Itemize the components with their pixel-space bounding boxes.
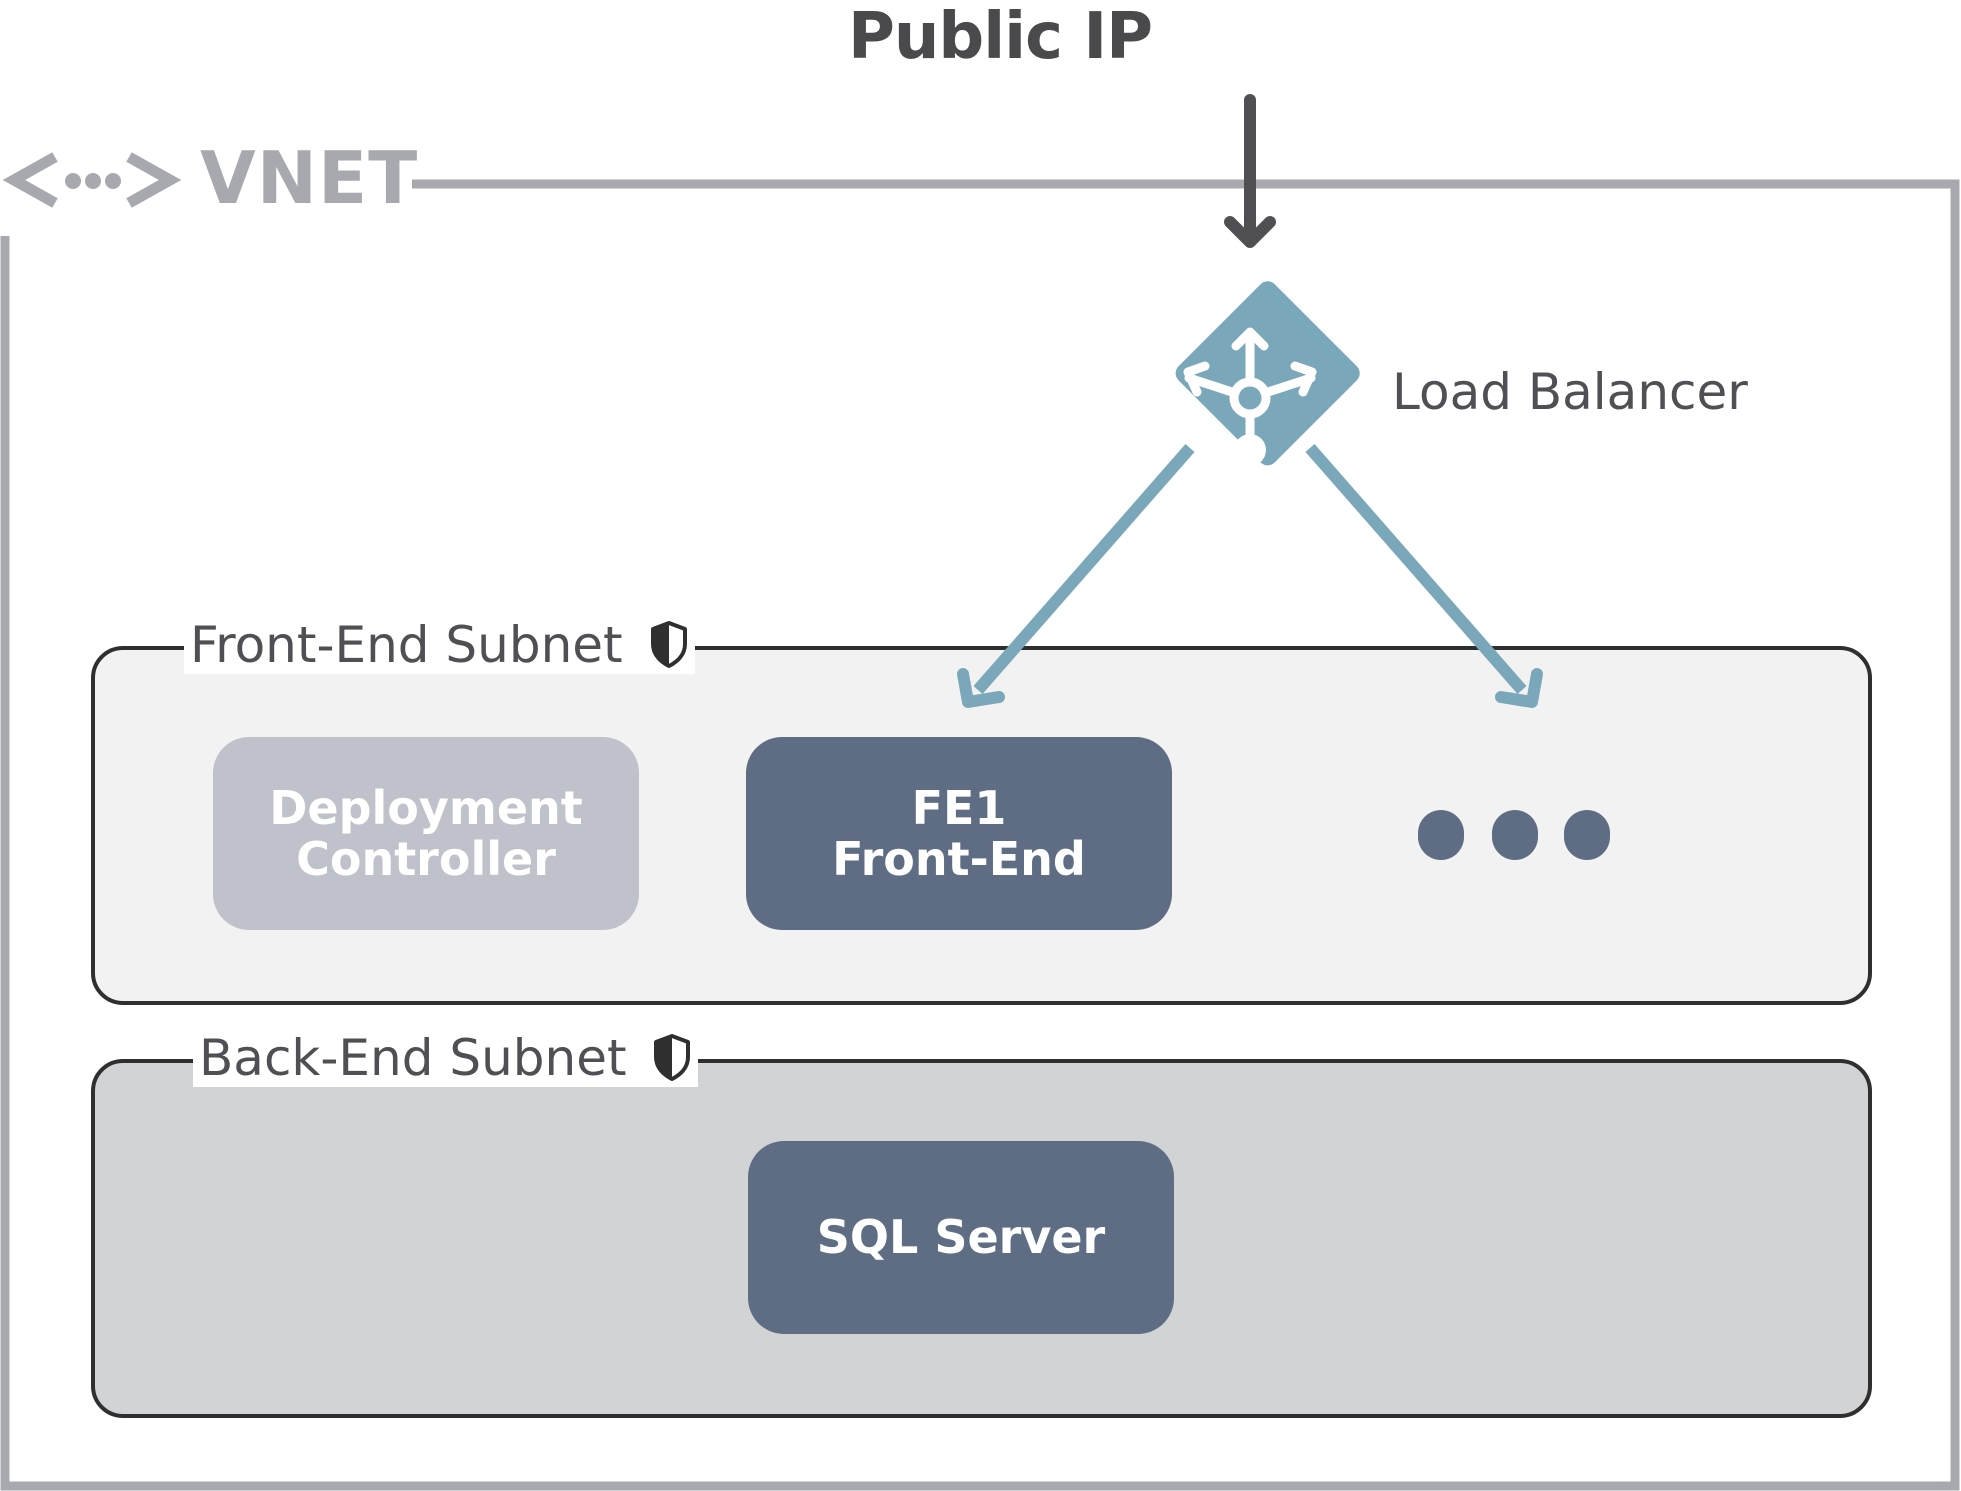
sql-server-node: SQL Server [748,1141,1174,1334]
deployment-controller-node: Deployment Controller [213,737,639,930]
ellipsis-dot [1418,810,1464,860]
deployment-controller-line1: Deployment [269,780,583,835]
sql-server-label: SQL Server [816,1210,1106,1265]
back-end-subnet-label: Back-End Subnet [199,1029,627,1087]
vnet-boundary [0,179,1960,1491]
fe1-line2: Front-End [832,831,1086,886]
ellipsis-dot [1492,810,1538,860]
front-end-subnet-label: Front-End Subnet [190,616,623,674]
vnet-brackets-icon [2,152,182,208]
vnet-label: VNET [200,136,419,220]
lb-arrow-to-more [1305,444,1543,708]
lb-arrow-to-fe1 [957,444,1195,708]
shield-icon [654,1034,691,1081]
fe1-front-end-node: FE1 Front-End [746,737,1172,930]
back-end-subnet-title: Back-End Subnet [193,1029,699,1087]
public-ip-label: Public IP [847,0,1153,74]
load-balancer-icon [1175,281,1360,466]
ellipsis-dot [1564,810,1610,860]
load-balancer-label: Load Balancer [1392,363,1748,421]
fe1-line1: FE1 [911,780,1007,835]
public-ip-arrow [1224,94,1276,248]
vnet-dots [65,173,121,189]
deployment-controller-line2: Controller [296,831,556,886]
front-end-subnet-title: Front-End Subnet [184,616,695,674]
shield-icon [650,621,687,668]
